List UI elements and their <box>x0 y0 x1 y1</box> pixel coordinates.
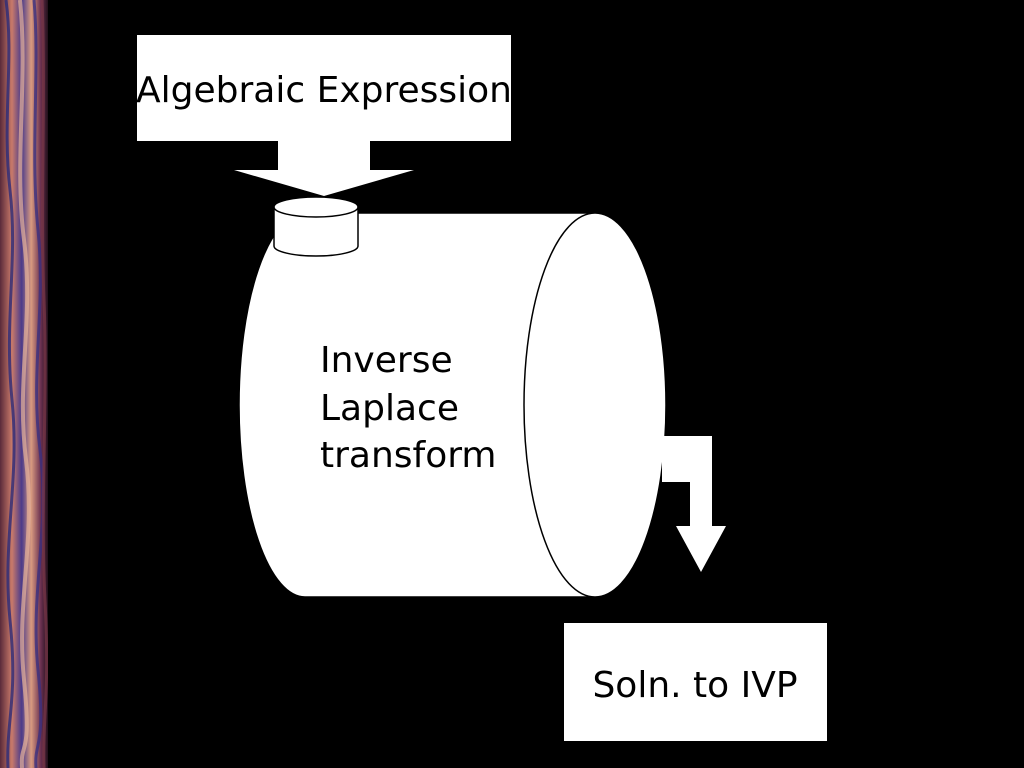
output-arrow <box>662 436 726 572</box>
process-label-line-2: Laplace <box>320 388 459 429</box>
input-box: Algebraic Expression <box>136 35 512 141</box>
process-label: Inverse Laplace transform <box>320 340 496 476</box>
output-box: Soln. to IVP <box>564 623 827 741</box>
transform-cylinder <box>238 212 667 598</box>
input-funnel <box>273 196 359 257</box>
process-label-line-1: Inverse <box>320 340 453 381</box>
output-box-label: Soln. to IVP <box>592 665 797 706</box>
input-box-label: Algebraic Expression <box>136 70 512 111</box>
input-arrow <box>234 141 414 196</box>
decorative-side-strip <box>0 0 48 768</box>
process-label-line-3: transform <box>320 435 496 476</box>
